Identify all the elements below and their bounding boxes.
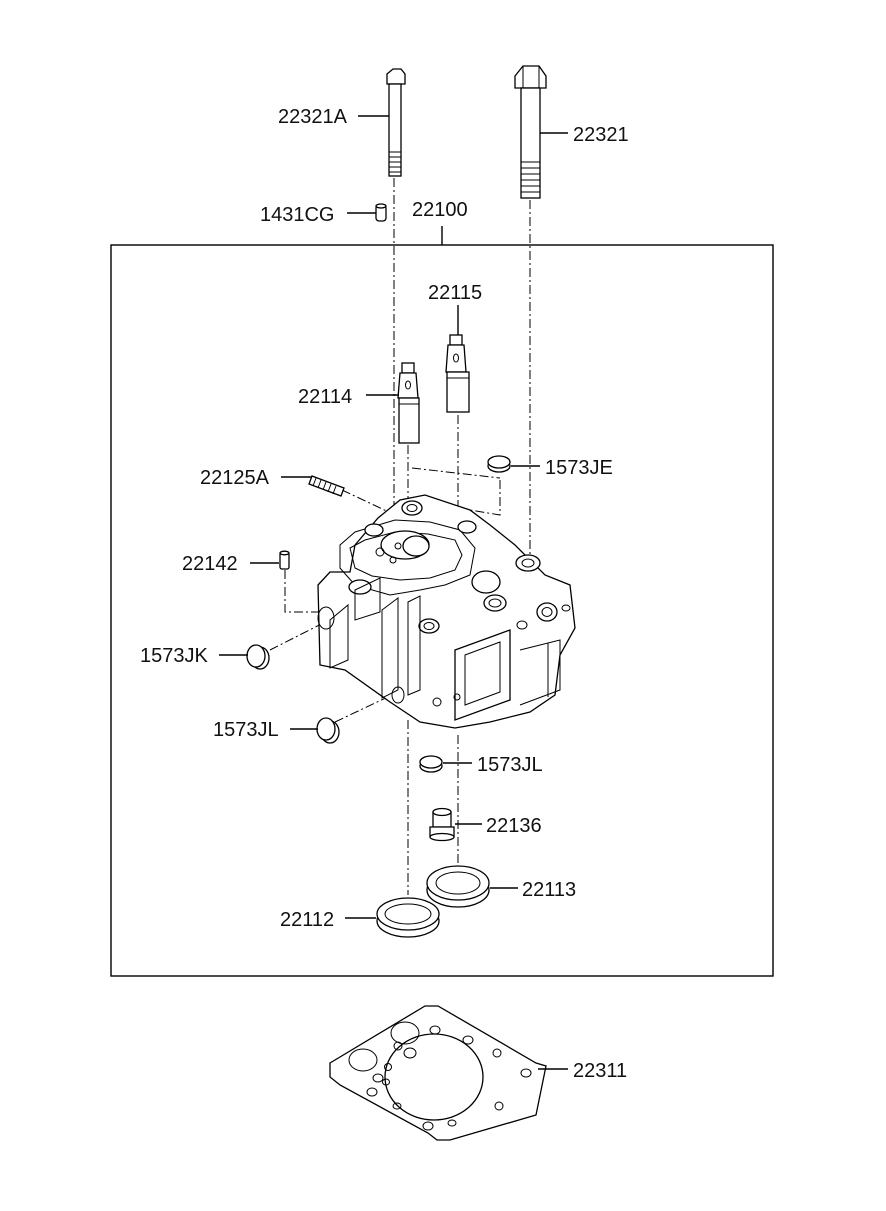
seat-ring-22113[interactable] xyxy=(426,865,490,908)
valve-guide-22114[interactable] xyxy=(397,362,420,444)
plug-1573je[interactable] xyxy=(487,455,511,473)
label-22125a: 22125A xyxy=(200,467,270,489)
plug-1573jk[interactable] xyxy=(246,644,270,670)
label-22311: 22311 xyxy=(573,1060,627,1082)
seat-ring-22112[interactable] xyxy=(376,897,440,938)
head-gasket-22311[interactable] xyxy=(329,1005,547,1141)
bolt-22321[interactable] xyxy=(514,65,547,199)
label-22100: 22100 xyxy=(412,199,468,221)
label-1573je: 1573JE xyxy=(545,457,613,479)
label-22112: 22112 xyxy=(280,909,334,931)
label-1573jk: 1573JK xyxy=(140,645,208,667)
plug-1573jl-left[interactable] xyxy=(316,717,340,744)
label-1573jl-right: 1573JL xyxy=(477,754,543,776)
label-22321a: 22321A xyxy=(278,106,348,128)
label-22115: 22115 xyxy=(428,282,482,304)
stud-22125a[interactable] xyxy=(308,475,345,497)
plug-1573jl-right[interactable] xyxy=(419,755,443,773)
cylinder-head[interactable] xyxy=(317,494,576,729)
dowel-pin-1431cg[interactable] xyxy=(375,203,387,222)
label-22113: 22113 xyxy=(522,879,576,901)
sleeve-22136[interactable] xyxy=(429,807,455,842)
label-22114: 22114 xyxy=(298,386,352,408)
bolt-22321a[interactable] xyxy=(386,68,406,177)
alignment-lines xyxy=(269,178,531,895)
label-22136: 22136 xyxy=(486,815,542,837)
valve-guide-22115[interactable] xyxy=(445,334,470,413)
label-1573jl-left: 1573JL xyxy=(213,719,279,741)
label-1431cg: 1431CG xyxy=(260,204,335,226)
label-22142: 22142 xyxy=(182,553,238,575)
pin-22142[interactable] xyxy=(279,550,290,570)
label-22321: 22321 xyxy=(573,124,629,146)
